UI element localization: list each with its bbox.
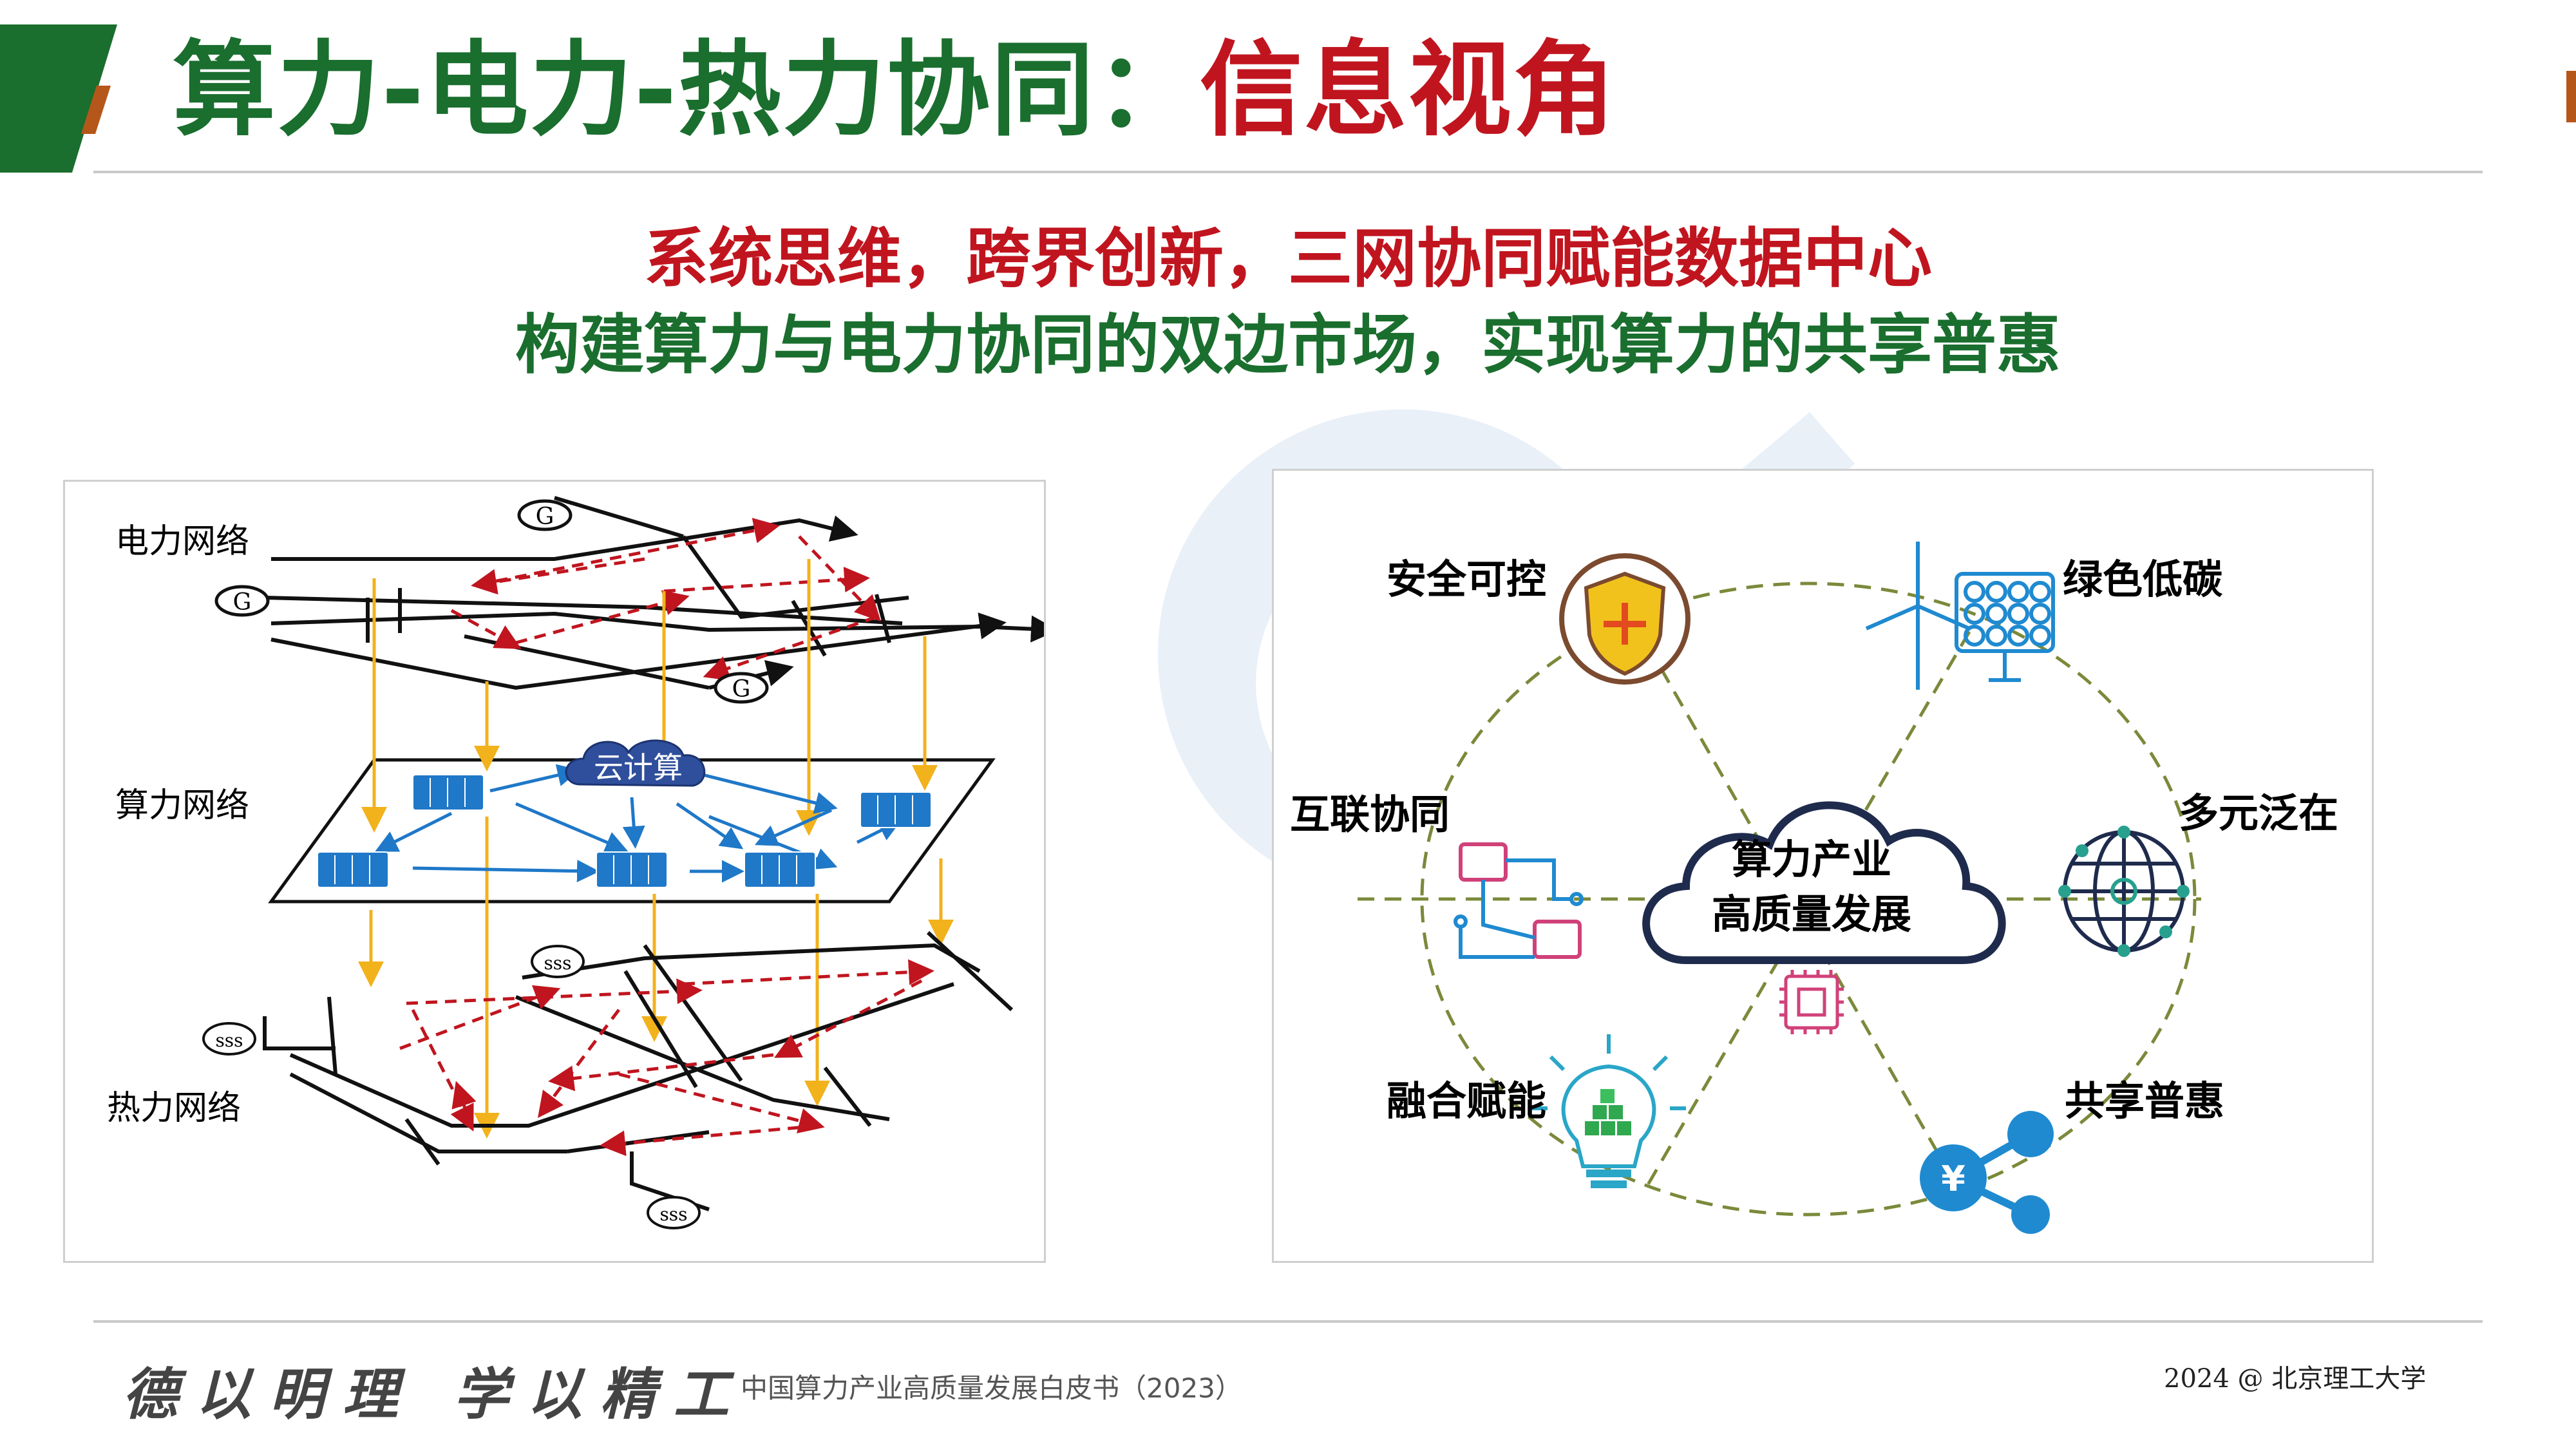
power-flow-arrows: [450, 518, 881, 681]
generator-icon: G: [517, 499, 573, 531]
node-label-sharing: 共享普惠: [2065, 1077, 2224, 1124]
compute-network-label: 算力网络: [115, 786, 249, 825]
source-citation: 中国算力产业高质量发展白皮书（2023）: [741, 1372, 1242, 1404]
svg-text:sss: sss: [215, 1030, 243, 1051]
node-label-security: 安全可控: [1387, 556, 1546, 603]
power-grid-lines: [264, 496, 1058, 690]
heat-source-icon: sss: [647, 1196, 701, 1229]
footer-divider: [93, 1320, 2483, 1323]
svg-text:G: G: [233, 589, 252, 616]
generator-icon: G: [214, 585, 270, 617]
heat-source-icon: sss: [202, 1022, 256, 1056]
globe-network-icon: [2058, 826, 2190, 957]
title-part-green: 算力-电力-热力协同：: [173, 30, 1200, 150]
right-edge-mark: [2566, 71, 2576, 122]
center-cloud: 算力产业 高质量发展: [1642, 801, 2006, 964]
cloud-label: 云计算: [594, 750, 683, 785]
share-icon: ¥: [1920, 1111, 2054, 1234]
lightbulb-icon: [1531, 1034, 1686, 1188]
three-network-svg: G G G: [107, 496, 1058, 1229]
heat-network-label: 热力网络: [107, 1089, 241, 1128]
heat-flow-arrows: [399, 959, 934, 1157]
node-label-green: 绿色低碳: [2063, 556, 2223, 603]
yen-symbol: ¥: [1941, 1159, 1965, 1199]
compute-industry-svg: 算力产业 高质量发展: [1290, 542, 2338, 1234]
center-label-line1: 算力产业: [1732, 836, 1891, 883]
subtitle-line-2: 构建算力与电力协同的双边市场，实现算力的共享普惠: [515, 307, 2061, 383]
title-part-red: 信息视角: [1199, 30, 1617, 150]
heat-source-icon: sss: [531, 945, 585, 978]
subtitle-line-1: 系统思维，跨界创新，三网协同赋能数据中心: [644, 221, 1932, 296]
power-network-label: 电力网络: [115, 522, 249, 561]
svg-text:G: G: [732, 676, 751, 703]
three-network-diagram: G G G: [63, 480, 1058, 1263]
node-label-diverse: 多元泛在: [2179, 790, 2338, 837]
svg-text:G: G: [536, 504, 554, 530]
center-label-line2: 高质量发展: [1712, 891, 1911, 938]
heat-grid-lines: [263, 931, 1014, 1211]
title-accent-shape: [0, 24, 117, 173]
server-icon: [596, 851, 668, 888]
svg-text:sss: sss: [659, 1204, 687, 1225]
header-divider: [93, 171, 2483, 173]
server-icon: [317, 851, 389, 888]
node-label-interconnect: 互联协同: [1290, 791, 1450, 838]
cloud-icon: 云计算: [565, 739, 706, 787]
server-icon: [744, 851, 816, 888]
copyright-text: 2024 @ 北京理工大学: [2164, 1364, 2427, 1394]
svg-text:sss: sss: [544, 952, 571, 974]
generator-icon: G: [714, 672, 769, 704]
page-title: 算力-电力-热力协同：信息视角: [173, 39, 1617, 142]
compute-industry-diagram: 算力产业 高质量发展: [1272, 469, 2374, 1263]
chip-icon: [1779, 970, 1844, 1034]
server-icon: [860, 791, 932, 828]
shield-icon: [1559, 553, 1690, 685]
wind-solar-icon: [1865, 542, 2055, 690]
server-icon: [412, 774, 484, 811]
node-label-fusion: 融合赋能: [1387, 1077, 1546, 1124]
interconnect-icon: [1454, 842, 1584, 959]
university-motto: 德以明理 学以精工: [122, 1362, 747, 1427]
